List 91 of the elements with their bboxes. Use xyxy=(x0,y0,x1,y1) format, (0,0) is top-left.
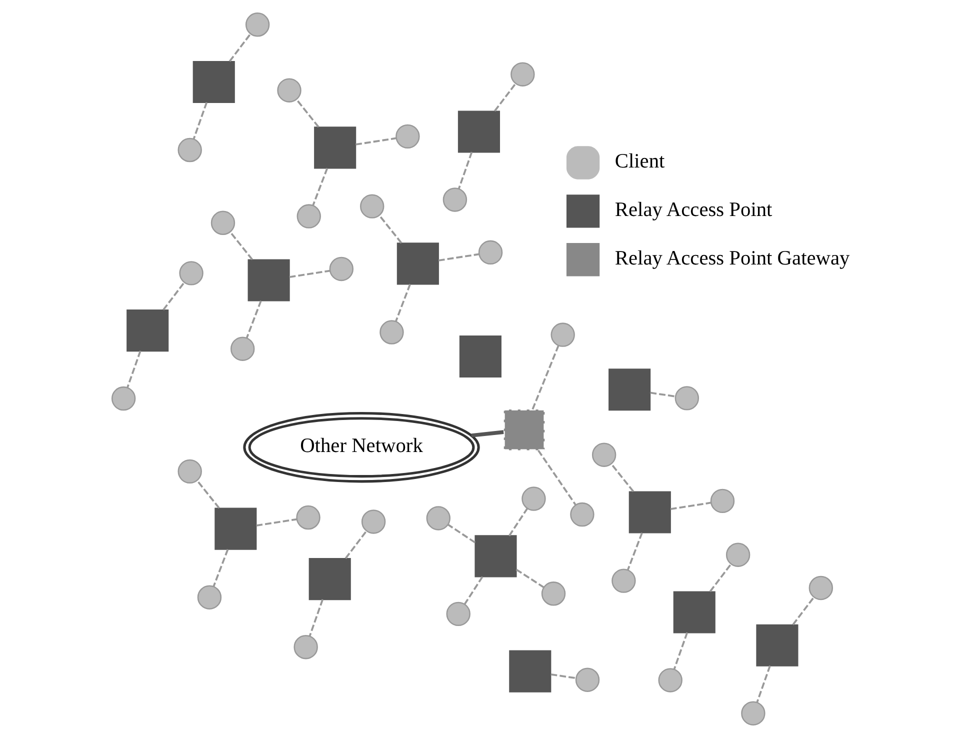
node-circle xyxy=(396,124,420,149)
connector xyxy=(792,597,814,626)
node-circle xyxy=(575,668,600,692)
connector xyxy=(289,270,330,278)
connector xyxy=(344,530,367,559)
node-circle xyxy=(570,502,594,527)
legend-label: Relay Access Point Gateway xyxy=(614,247,850,270)
connector xyxy=(610,463,634,492)
node-circle xyxy=(426,506,450,530)
node-circle xyxy=(550,322,575,347)
node-circle xyxy=(442,188,468,212)
connector xyxy=(709,564,732,592)
connector xyxy=(312,168,328,206)
connector xyxy=(395,284,411,322)
connector xyxy=(229,231,253,260)
node-circle xyxy=(197,585,222,610)
node-circle xyxy=(210,210,236,235)
node-box xyxy=(474,535,517,578)
connector xyxy=(126,350,142,388)
node-box xyxy=(248,259,290,302)
node-box xyxy=(396,242,439,285)
node-circle xyxy=(178,138,202,162)
node-circle xyxy=(658,668,682,692)
node-box xyxy=(608,368,651,411)
node-circle xyxy=(510,62,535,86)
node-circle xyxy=(612,568,636,593)
connector xyxy=(650,392,676,398)
connector xyxy=(508,508,528,536)
node-circle xyxy=(808,576,834,600)
node-box xyxy=(314,126,356,169)
connector xyxy=(162,282,185,310)
node-circle xyxy=(111,386,136,411)
connector xyxy=(356,137,396,146)
connector xyxy=(308,599,324,636)
node-circle xyxy=(380,320,404,344)
node-box xyxy=(459,335,502,378)
node-circle xyxy=(178,459,202,484)
node-circle xyxy=(360,194,384,218)
connector xyxy=(438,253,480,262)
node-box xyxy=(502,408,546,452)
node-ellipse: Other Network xyxy=(243,412,480,483)
node-circle xyxy=(361,510,386,534)
node-box xyxy=(628,491,671,534)
connector xyxy=(296,98,320,128)
connector xyxy=(516,568,544,588)
node-box xyxy=(756,624,798,666)
node-circle xyxy=(245,12,270,37)
connector xyxy=(378,214,402,244)
node-circle xyxy=(296,505,320,530)
node-circle xyxy=(674,386,700,410)
node-circle xyxy=(446,602,470,626)
node-box xyxy=(126,310,169,352)
legend-label: Client xyxy=(614,150,665,173)
node-circle xyxy=(230,336,255,361)
connector xyxy=(212,549,229,587)
node-circle xyxy=(592,442,616,467)
node-box xyxy=(192,60,235,104)
connector xyxy=(627,532,643,570)
node-circle xyxy=(294,634,318,660)
node-circle xyxy=(478,240,503,265)
connector xyxy=(192,102,208,140)
connector xyxy=(756,665,771,703)
connector xyxy=(196,480,220,509)
connector xyxy=(228,34,251,62)
node-box xyxy=(214,508,257,550)
node-circle xyxy=(541,582,566,606)
connector xyxy=(673,632,688,670)
connector xyxy=(471,430,504,438)
node-circle xyxy=(522,486,546,511)
connector xyxy=(494,83,516,112)
node-box xyxy=(509,650,552,692)
node-circle xyxy=(710,488,735,514)
node-circle xyxy=(329,256,354,282)
connector xyxy=(532,346,560,410)
node-box xyxy=(458,110,500,153)
connector xyxy=(458,152,473,190)
legend-label: Relay Access Point xyxy=(614,199,772,222)
connector xyxy=(256,518,297,527)
connector xyxy=(550,673,576,680)
node-circle xyxy=(726,542,750,567)
node-box xyxy=(673,591,716,634)
node-circle xyxy=(277,78,302,102)
node-box xyxy=(308,558,351,600)
connector xyxy=(447,524,476,544)
connector xyxy=(670,502,712,510)
node-circle xyxy=(296,204,321,228)
node-circle xyxy=(179,261,204,286)
connector xyxy=(464,576,484,605)
connector xyxy=(538,450,576,506)
node-circle xyxy=(741,701,766,726)
connector xyxy=(246,300,262,338)
